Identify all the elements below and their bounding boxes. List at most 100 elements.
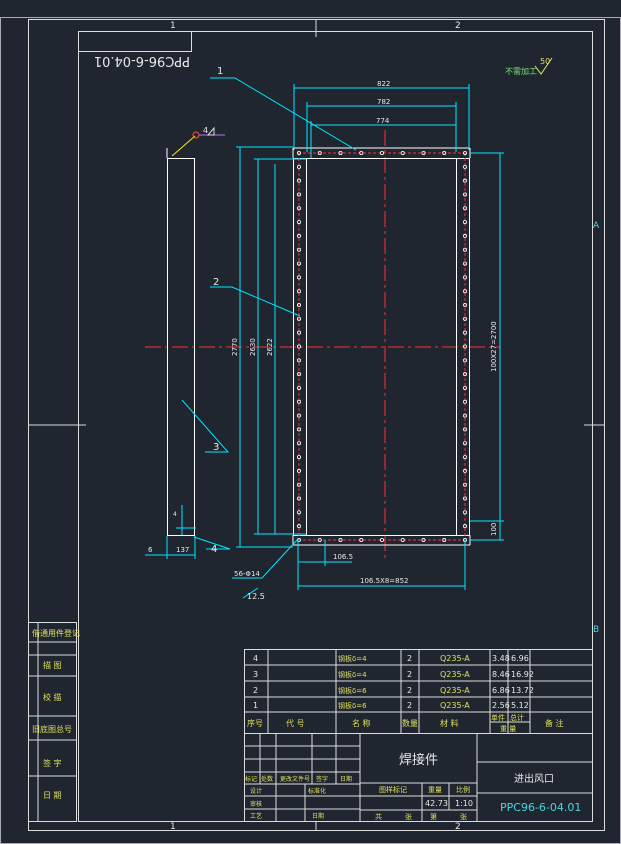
- side-item-4: 旧底图总号: [32, 724, 72, 734]
- dim-right-pitch: 100X27=2700: [490, 321, 498, 372]
- bolt-hole: [421, 150, 426, 155]
- bolt-hole: [400, 150, 405, 155]
- mirrored-drawing-code: PPC96-6-04.01: [94, 53, 190, 68]
- bom-cell-name: 钢板δ=4: [338, 670, 367, 679]
- page-label: 第: [430, 812, 437, 821]
- bolt-hole: [296, 316, 301, 321]
- side-item-6: 日 期: [43, 791, 62, 800]
- bom-cell-qty: 2: [407, 686, 412, 695]
- bom-h-qty: 数量: [402, 718, 418, 728]
- front-view-mark: 4: [203, 126, 208, 135]
- bolt-hole: [296, 358, 301, 363]
- weld-leader: [171, 135, 196, 157]
- bolt-hole: [296, 372, 301, 377]
- bolt-hole: [462, 510, 467, 515]
- dim-2630: 2630: [249, 338, 257, 356]
- weld-symbol: [206, 126, 215, 136]
- bom-h-no: 序号: [247, 718, 263, 728]
- bolt-hole: [462, 441, 467, 446]
- bolt-hole: [296, 413, 301, 418]
- leader-label-2: 2: [213, 277, 219, 288]
- bolt-hole: [462, 178, 467, 183]
- dim-side-137: 137: [176, 546, 189, 554]
- leader-2: [210, 286, 301, 317]
- leader-1: [210, 77, 357, 151]
- bom-cell-material: Q235-A: [440, 670, 470, 679]
- bolt-hole: [296, 441, 301, 446]
- bolt-hole: [296, 178, 301, 183]
- leader-3: [181, 399, 230, 453]
- bolt-hole: [338, 150, 343, 155]
- dimension-lines: [145, 77, 504, 599]
- spacing-leader: [242, 587, 259, 599]
- roughness-symbol: [534, 57, 553, 75]
- bolt-hole: [317, 538, 322, 543]
- bolt-hole: [296, 303, 301, 308]
- zone-right-b: B: [593, 625, 599, 635]
- bom-cell-total_wt: 16.92: [511, 670, 534, 679]
- leader-label-3: 3: [213, 442, 219, 453]
- bolt-hole: [462, 220, 467, 225]
- tb-process: 工艺: [250, 812, 262, 820]
- bolt-hole: [296, 247, 301, 252]
- bom-cell-no: 2: [253, 686, 258, 695]
- bolt-hole: [462, 247, 467, 252]
- bolt-hole: [462, 344, 467, 349]
- zone-top-1: 1: [170, 21, 176, 31]
- part-title: 焊接件: [399, 752, 438, 768]
- zone-top-2: 2: [455, 21, 461, 31]
- bolt-hole: [296, 261, 301, 266]
- stage-label: 图样标记: [379, 785, 407, 794]
- side-item-3: 校 描: [43, 692, 62, 702]
- bolt-hole: [338, 538, 343, 543]
- bolt-hole: [462, 455, 467, 460]
- drawing-number: PPC96-6-04.01: [500, 801, 581, 814]
- bom-cell-total_wt: 6.96: [511, 654, 529, 663]
- bolt-hole: [462, 303, 467, 308]
- bom-h-total: 总计: [510, 713, 524, 722]
- bom-cell-name: 钢板δ=6: [338, 686, 367, 695]
- bom-cell-material: Q235-A: [440, 701, 470, 710]
- bom-cell-unit_wt: 2.56: [492, 701, 510, 710]
- sheet-label-2: 张: [405, 812, 412, 821]
- bom-cell-unit_wt: 8.46: [492, 670, 510, 679]
- rev-h-file: 更改文件号: [280, 775, 310, 783]
- bolt-hole: [296, 427, 301, 432]
- bom-h-name: 名 称: [352, 718, 371, 728]
- bolt-hole: [462, 192, 467, 197]
- dim-side-4: 4: [173, 511, 177, 518]
- bom-cell-name: 钢板δ=6: [338, 701, 367, 710]
- weld-circle: [192, 131, 200, 139]
- bolt-hole: [296, 330, 301, 335]
- bolt-hole: [462, 496, 467, 501]
- bom-cell-material: Q235-A: [440, 686, 470, 695]
- roughness-value: 50: [540, 57, 550, 66]
- product-name: 进出风口: [514, 772, 554, 785]
- bolt-hole: [442, 538, 447, 543]
- bom-cell-qty: 2: [407, 670, 412, 679]
- bolt-hole: [462, 413, 467, 418]
- bolt-hole: [296, 455, 301, 460]
- dim-holes: 56-Φ14: [234, 570, 260, 578]
- rev-h-mark: 标记: [245, 775, 257, 783]
- bolt-hole: [379, 538, 384, 543]
- bolt-hole: [296, 233, 301, 238]
- leader-label-4: 4: [211, 544, 217, 555]
- bolt-hole: [421, 538, 426, 543]
- bom-cell-qty: 2: [407, 654, 412, 663]
- dim-2622: 2622: [266, 338, 274, 356]
- rev-h-count: 处数: [261, 775, 273, 783]
- bom-h-single: 单件: [491, 713, 505, 722]
- hole-leader: [232, 539, 298, 579]
- dim-774: 774: [376, 117, 390, 125]
- side-view-outline: [167, 158, 195, 536]
- bom-cell-name: 钢板δ=4: [338, 654, 367, 663]
- bolt-hole: [359, 150, 364, 155]
- bom-h-material: 材 料: [440, 718, 459, 728]
- scale-label: 比例: [456, 785, 470, 794]
- bolt-hole: [462, 150, 467, 155]
- bolt-hole: [379, 150, 384, 155]
- bolt-hole: [296, 220, 301, 225]
- bolt-hole: [462, 372, 467, 377]
